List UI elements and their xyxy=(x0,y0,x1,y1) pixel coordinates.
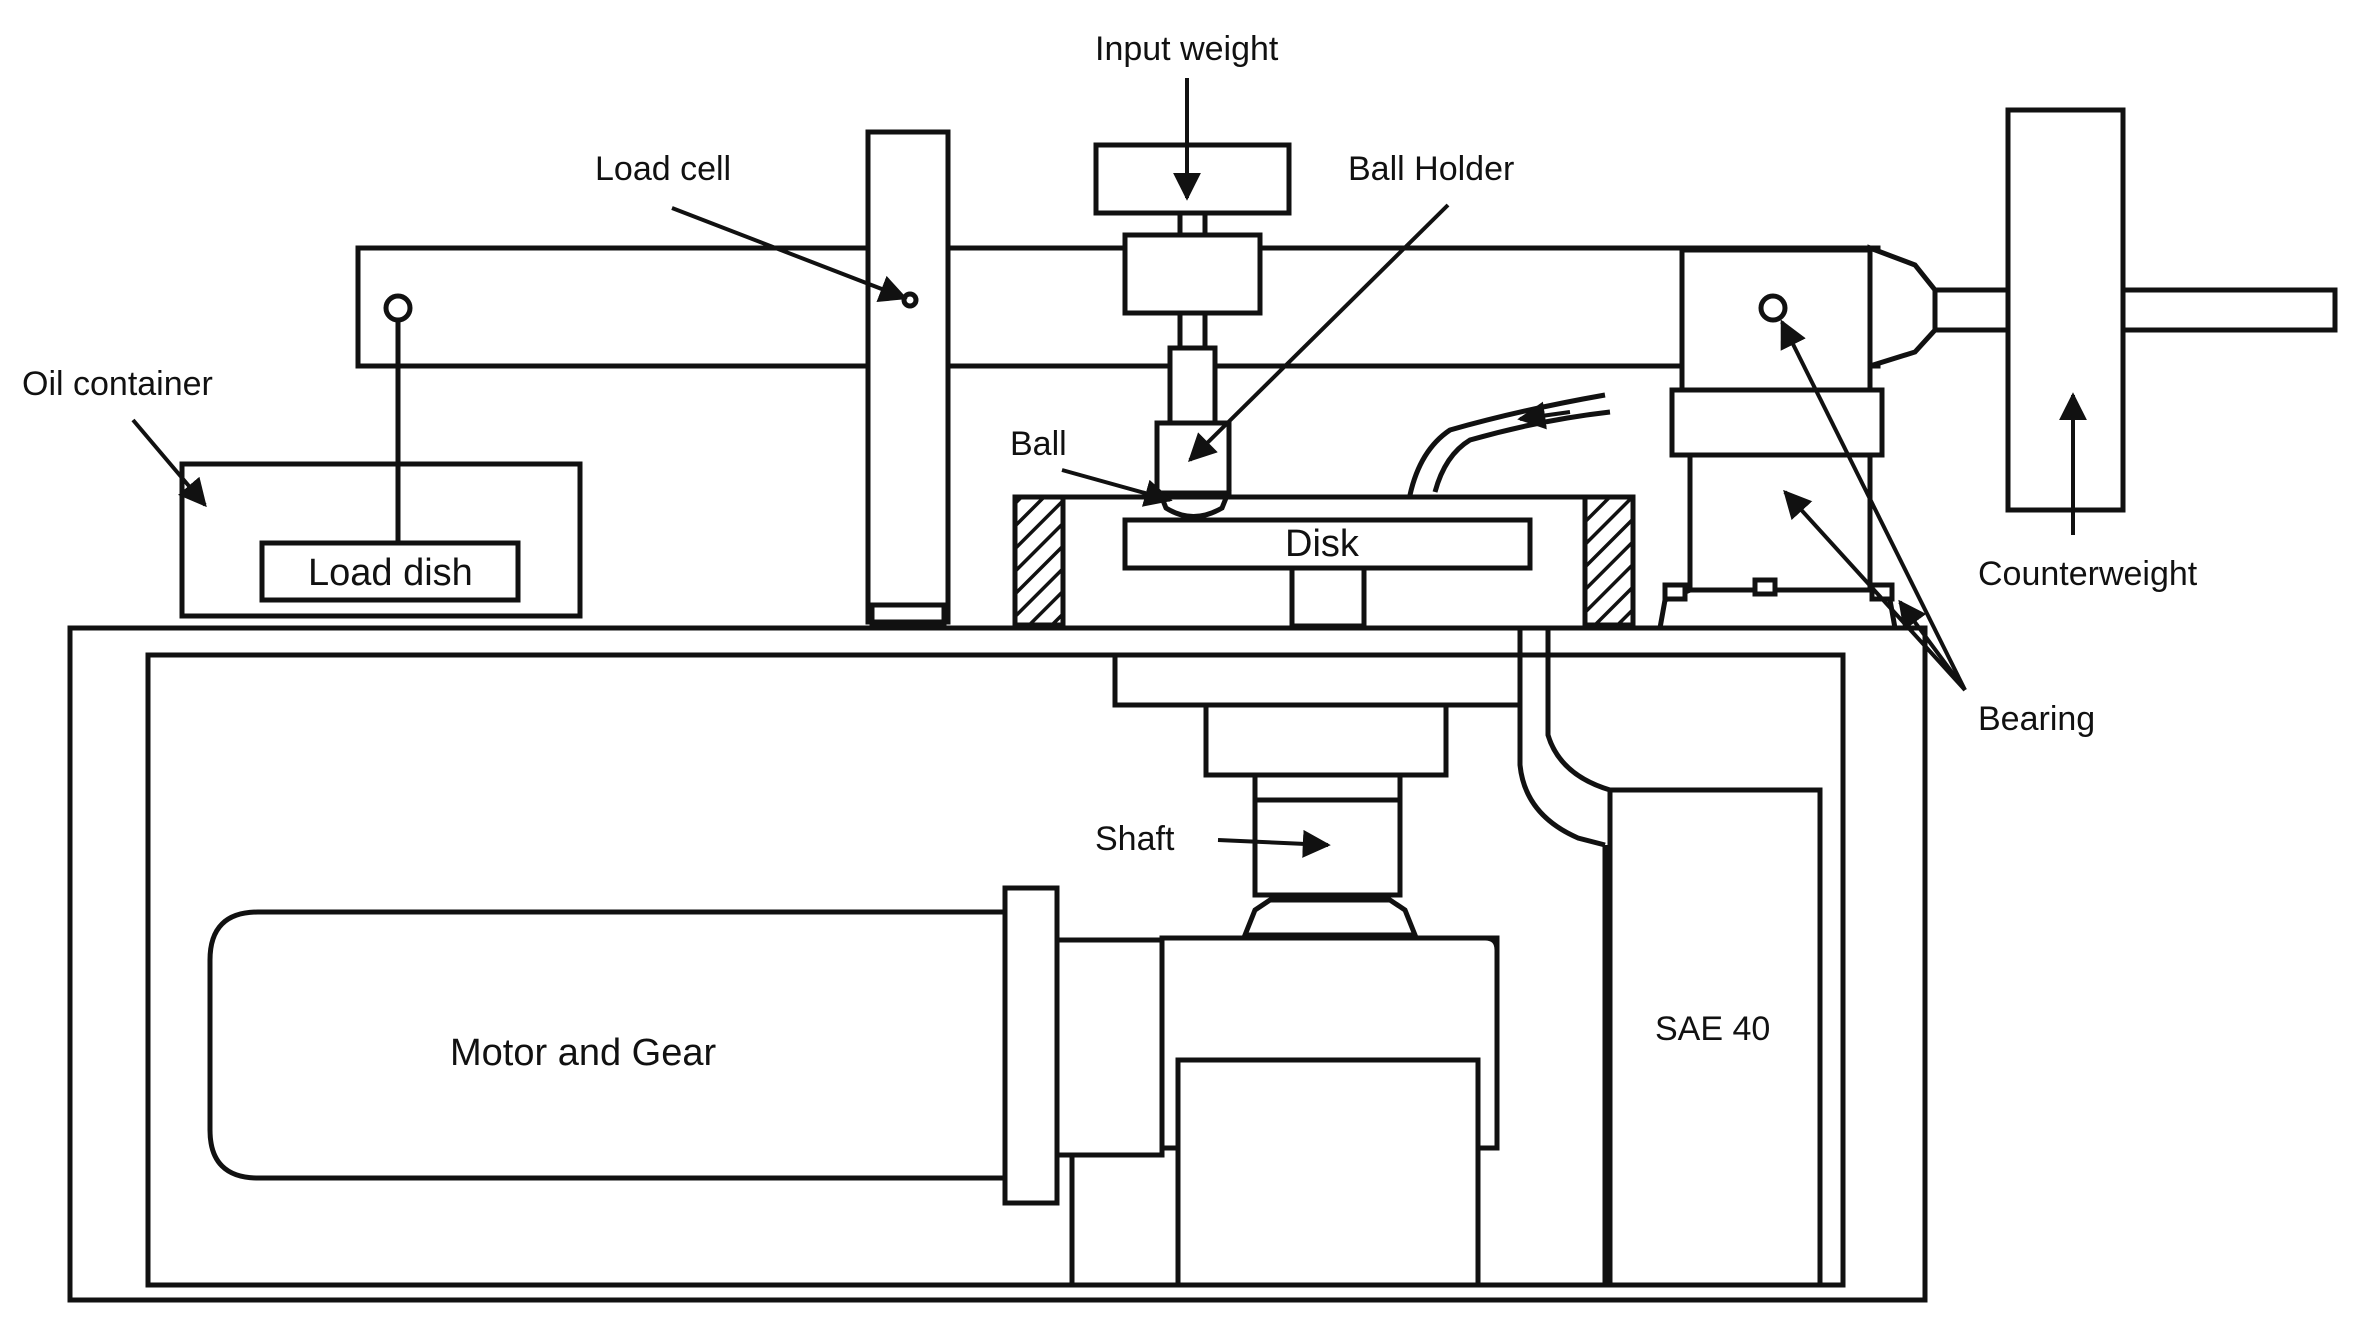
label-load-dish: Load dish xyxy=(308,552,473,594)
motor-body xyxy=(207,909,1008,1181)
label-motor-and-gear: Motor and Gear xyxy=(450,1032,716,1074)
lever-pivot-left xyxy=(383,293,413,323)
bench-plate xyxy=(70,625,1925,658)
input-weight-block xyxy=(1093,142,1292,216)
label-input-weight: Input weight xyxy=(1095,30,1279,68)
label-bearing: Bearing xyxy=(1978,700,2095,738)
spindle-assembly xyxy=(1112,652,1523,938)
bearing-housing xyxy=(1657,247,1898,631)
label-load-cell: Load cell xyxy=(595,150,731,188)
sae-40-reservoir xyxy=(1517,628,1823,1288)
label-ball: Ball xyxy=(1010,425,1067,463)
leader-arrows xyxy=(131,78,2087,858)
label-counterweight: Counterweight xyxy=(1978,555,2198,593)
lever-arm xyxy=(355,244,2338,370)
motor-flange xyxy=(1002,885,1060,1206)
motor-and-gear xyxy=(207,885,1500,1288)
counterweight xyxy=(2005,107,2126,513)
load-cell-post xyxy=(865,129,951,626)
label-shaft: Shaft xyxy=(1095,820,1175,858)
disk-assembly xyxy=(1012,392,1636,629)
load-dish xyxy=(259,540,521,603)
oil-container xyxy=(179,320,583,619)
label-oil-container: Oil container xyxy=(22,365,213,403)
label-disk: Disk xyxy=(1285,523,1360,565)
label-ball-holder: Ball Holder xyxy=(1348,150,1514,188)
label-sae-40: SAE 40 xyxy=(1655,1010,1770,1048)
labels: Input weight Load cell Ball Holder Oil c… xyxy=(22,30,2198,1074)
shaft xyxy=(1252,772,1403,898)
